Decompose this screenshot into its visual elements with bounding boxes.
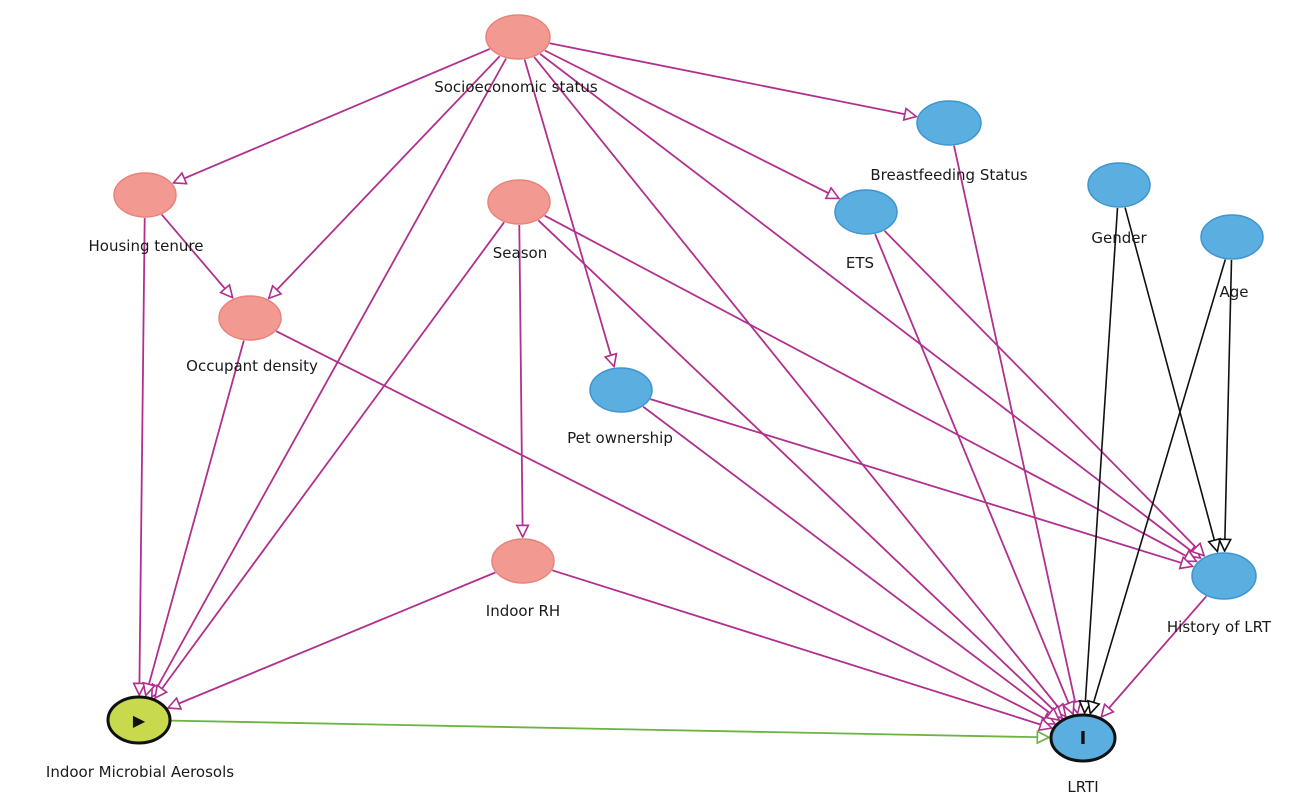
edge-ses-to-pet (523, 59, 615, 367)
node-rh-shape[interactable] (491, 538, 555, 584)
node-occupant[interactable]: Occupant density (186, 295, 318, 375)
node-age[interactable]: Age (1200, 214, 1264, 301)
node-ses-shape[interactable] (485, 14, 551, 60)
edge-gender-to-hist (1124, 207, 1217, 552)
node-breast[interactable]: Breastfeeding Status (870, 100, 1028, 184)
edge-ses-to-ima (152, 58, 507, 698)
edge-pet-to-lrti (642, 405, 1059, 720)
node-hist[interactable]: History of LRT (1167, 552, 1272, 636)
node-gender-shape[interactable] (1087, 162, 1151, 208)
node-ima-shape[interactable] (106, 695, 172, 745)
node-lrti-label: LRTI (1067, 778, 1098, 796)
node-rh-label: Indoor RH (486, 602, 560, 620)
node-housing-shape[interactable] (113, 172, 177, 218)
edge-occupant-to-ima (146, 340, 245, 696)
edge-season-to-rh (519, 224, 522, 537)
edge-age-to-hist (1225, 259, 1233, 551)
node-hist-label: History of LRT (1167, 618, 1272, 636)
edge-housing-to-ima (139, 217, 144, 695)
edge-occupant-to-lrti (275, 330, 1055, 724)
node-occupant-shape[interactable] (218, 295, 282, 341)
node-housing[interactable]: Housing tenure (89, 172, 204, 255)
node-ima-label: Indoor Microbial Aerosols (46, 763, 234, 781)
node-breast-shape[interactable] (916, 100, 982, 146)
node-rh[interactable]: Indoor RH (486, 538, 560, 620)
edge-rh-to-lrti (552, 569, 1052, 728)
edge-breast-to-lrti (953, 145, 1078, 714)
node-ima[interactable]: ▶ Indoor Microbial Aerosols (46, 695, 234, 781)
edge-ses-to-occupant (269, 55, 501, 298)
edge-rh-to-ima (168, 571, 496, 709)
edge-housing-to-occupant (161, 214, 233, 298)
node-gender-label: Gender (1091, 229, 1147, 247)
node-ets-label: ETS (846, 254, 874, 272)
edge-gender-to-lrti (1085, 207, 1119, 713)
edge-ets-to-lrti (874, 233, 1073, 714)
edge-season-to-lrti (537, 219, 1062, 718)
node-age-label: Age (1219, 283, 1248, 301)
exposure-play-icon: ▶ (133, 711, 146, 730)
node-lrti-shape[interactable] (1049, 713, 1117, 763)
node-ses-label: Socioeconomic status (434, 78, 598, 96)
edge-ets-to-hist (883, 230, 1205, 556)
node-hist-shape[interactable] (1191, 552, 1257, 600)
node-housing-label: Housing tenure (89, 237, 204, 255)
node-occupant-label: Occupant density (186, 357, 318, 375)
edge-ima-to-lrti (170, 719, 1049, 738)
node-breast-label: Breastfeeding Status (870, 166, 1027, 184)
node-season-shape[interactable] (487, 179, 551, 225)
node-gender[interactable]: Gender (1087, 162, 1151, 247)
edge-ses-to-ets (544, 49, 839, 199)
edge-ses-to-housing (174, 48, 491, 183)
edge-age-to-lrti (1090, 259, 1227, 714)
node-ets[interactable]: ETS (834, 189, 898, 272)
edge-ses-to-hist (539, 53, 1200, 558)
edge-ses-to-lrti (533, 56, 1065, 716)
node-pet[interactable]: Pet ownership (567, 367, 673, 447)
node-pet-shape[interactable] (589, 367, 653, 413)
edge-pet-to-hist (650, 398, 1192, 566)
node-ses[interactable]: Socioeconomic status (434, 14, 598, 96)
node-pet-label: Pet ownership (567, 429, 673, 447)
node-lrti[interactable]: I LRTI (1049, 713, 1117, 796)
edge-hist-to-lrti (1101, 595, 1207, 717)
node-ets-shape[interactable] (834, 189, 898, 235)
edge-ses-to-breast (549, 42, 917, 116)
node-season-label: Season (493, 244, 547, 262)
edges-layer (139, 42, 1233, 738)
edge-season-to-hist (544, 214, 1197, 562)
edge-season-to-ima (155, 221, 505, 698)
node-season[interactable]: Season (487, 179, 551, 262)
outcome-icon: I (1080, 728, 1087, 749)
node-age-shape[interactable] (1200, 214, 1264, 260)
